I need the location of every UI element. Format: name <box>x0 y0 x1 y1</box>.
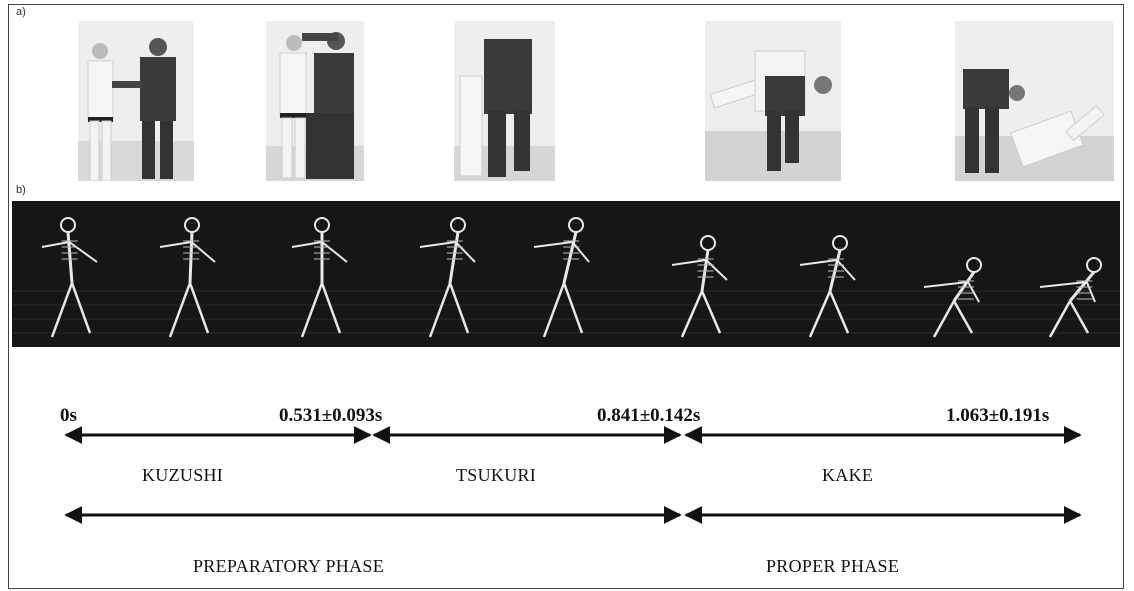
panel-a-label: a) <box>16 6 26 18</box>
time-label-kuzushi-end: 0.531±0.093s <box>279 405 383 426</box>
judo-photo-4-graphic <box>705 21 841 181</box>
skeleton-figure <box>1039 257 1102 338</box>
time-label-start: 0s <box>60 405 77 426</box>
judo-photo-frame-4 <box>705 21 841 181</box>
time-label-tsukuri-end: 0.841±0.142s <box>597 405 701 426</box>
figure-frame <box>8 4 1124 589</box>
sub-phase-tsukuri: TSUKURI <box>456 465 537 485</box>
skeleton-figure <box>291 217 348 338</box>
skeleton-figure <box>799 235 856 338</box>
panel-b-label: b) <box>16 184 26 196</box>
judo-photo-frame-3 <box>454 21 555 181</box>
sub-phase-kake: KAKE <box>822 465 874 485</box>
skeleton-sequence-graphic <box>12 217 1120 338</box>
skeleton-figure <box>419 217 476 338</box>
judo-photo-frame-1 <box>78 21 194 181</box>
skeleton-figure <box>671 235 728 338</box>
skeleton-sequence-band <box>12 201 1120 347</box>
judo-photo-3-graphic <box>454 21 555 181</box>
judo-photo-1-graphic <box>78 21 194 181</box>
sub-phase-kuzushi: KUZUSHI <box>142 465 224 485</box>
skeleton-figure <box>159 217 216 338</box>
skeleton-figure <box>533 217 590 338</box>
judo-photo-frame-5 <box>955 21 1114 181</box>
phase-proper: PROPER PHASE <box>766 556 900 576</box>
time-label-kake-end: 1.063±0.191s <box>946 405 1050 426</box>
judo-photo-2-graphic <box>266 21 364 181</box>
phase-preparatory: PREPARATORY PHASE <box>193 556 385 576</box>
judo-photo-5-graphic <box>955 21 1114 181</box>
judo-photo-frame-2 <box>266 21 364 181</box>
skeleton-figure <box>923 257 982 338</box>
skeleton-figure <box>41 217 98 338</box>
